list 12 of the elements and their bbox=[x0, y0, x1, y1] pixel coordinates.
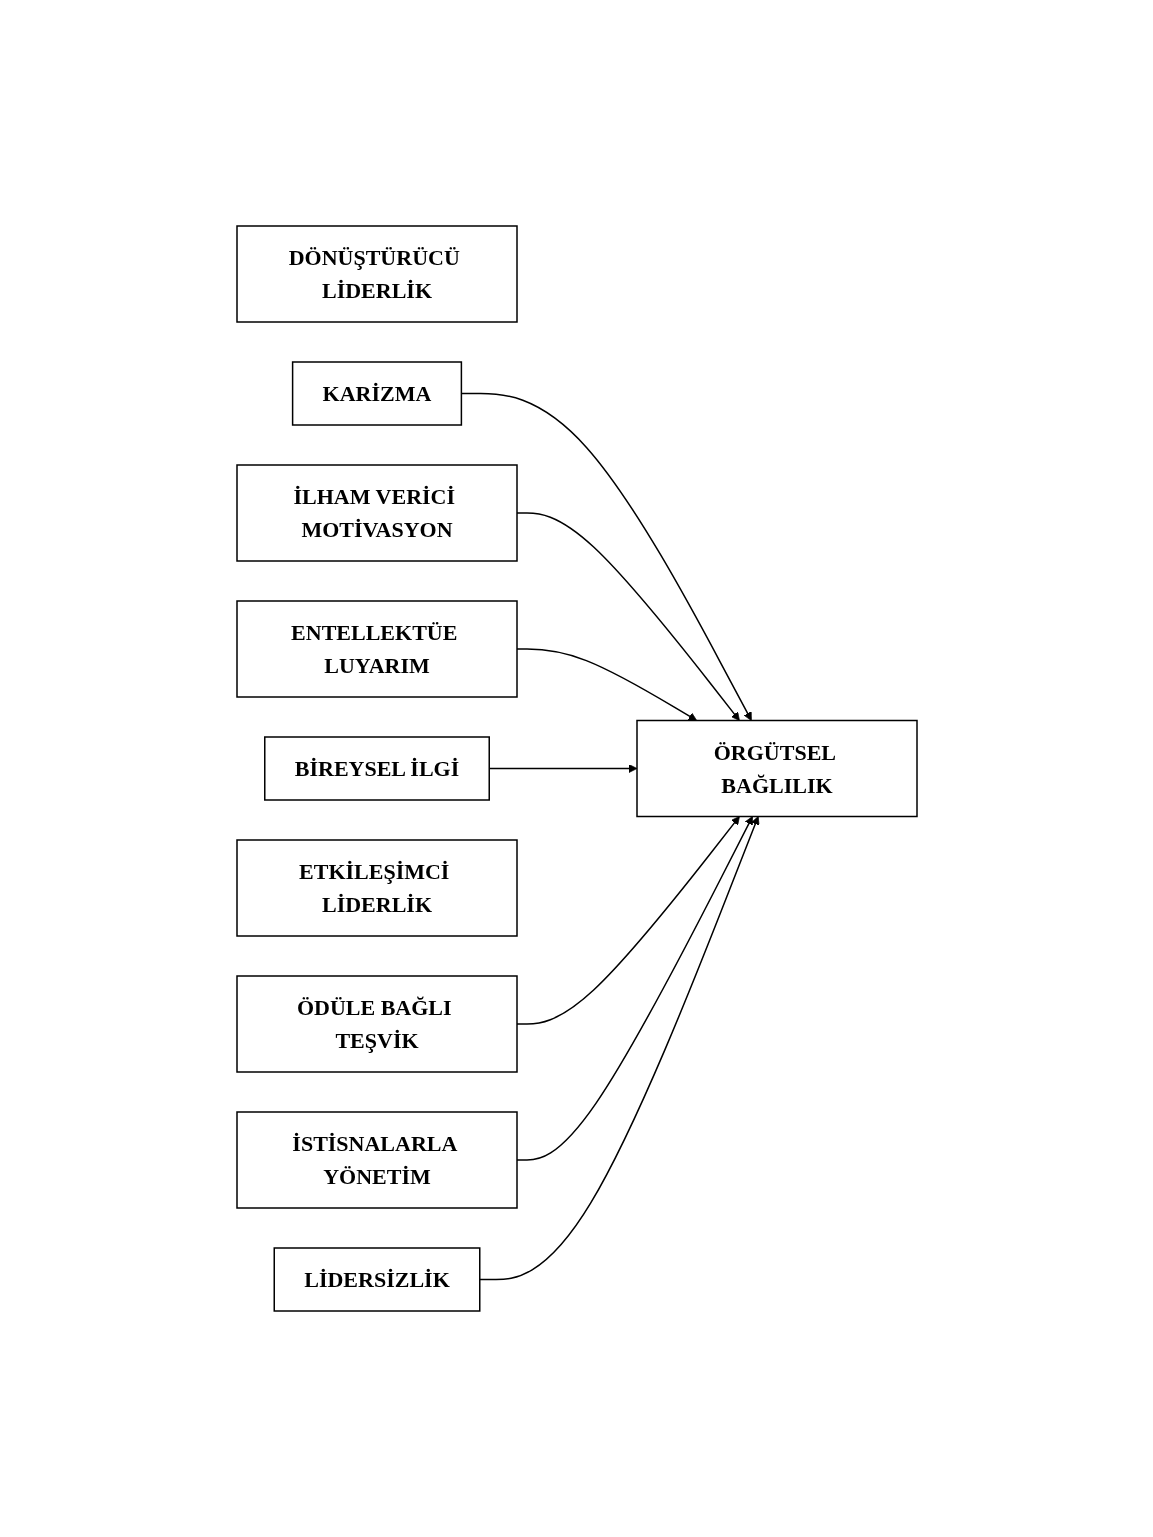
arrow bbox=[460, 392, 752, 721]
node-box: LİDERSİZLİK bbox=[273, 1247, 480, 1312]
node-box: ETKİLEŞİMCİ LİDERLİK bbox=[235, 839, 518, 937]
node-box: BİREYSEL İLGİ bbox=[263, 736, 490, 801]
node-box: İSTİSNALARLA YÖNETİM bbox=[235, 1111, 518, 1209]
node-box: ENTELLEKTÜE LUYARIM bbox=[235, 600, 518, 698]
node-box: ÖRGÜTSEL BAĞLILIK bbox=[635, 719, 918, 818]
node-box: İLHAM VERİCİ MOTİVASYON bbox=[235, 464, 518, 562]
arrow bbox=[488, 764, 637, 773]
node-box: KARİZMA bbox=[291, 361, 462, 426]
node-box: ÖDÜLE BAĞLI TEŞVİK bbox=[235, 975, 518, 1073]
node-box: DÖNÜŞTÜRÜCÜ LİDERLİK bbox=[235, 225, 518, 323]
